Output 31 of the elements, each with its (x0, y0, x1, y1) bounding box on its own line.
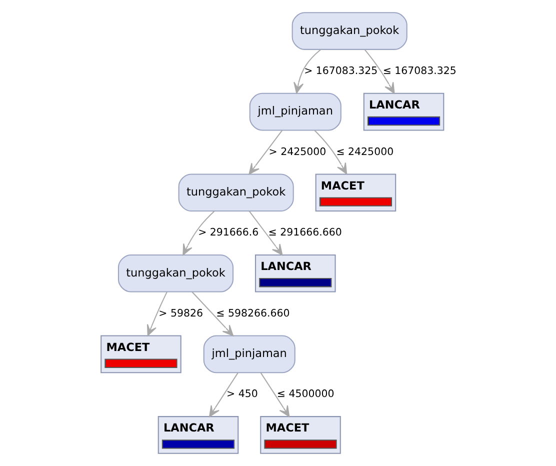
edge-label: ≤ 167083.325 (382, 66, 456, 77)
edge-label: > 450 (226, 389, 258, 400)
node-box: jml_pinjaman (249, 92, 342, 131)
edge-label: > 59826 (158, 308, 204, 320)
edge-label: ≤ 291666.660 (268, 228, 342, 239)
arrow (248, 130, 283, 175)
arrow (146, 292, 168, 336)
arrow (314, 130, 348, 174)
edge-label: ≤ 2425000 (336, 146, 394, 158)
node-box: MACET (315, 174, 396, 212)
arrow (192, 292, 234, 336)
arrow (209, 372, 238, 418)
edge-label: > 2425000 (268, 146, 326, 158)
arrow (182, 210, 215, 256)
arrow (260, 372, 290, 418)
node-box: tunggakan_pokok (178, 174, 294, 212)
arrow (364, 49, 395, 94)
arrow (294, 49, 322, 94)
node-box: LANCAR (363, 92, 444, 131)
edge-label: > 167083.325 (304, 66, 378, 77)
node-box: LANCAR (255, 254, 336, 292)
node-box: jml_pinjaman (203, 335, 296, 374)
node-box: tunggakan_pokok (118, 254, 234, 292)
node-box: tunggakan_pokok (292, 12, 408, 50)
arrow (248, 210, 283, 256)
node-box: MACET (260, 416, 341, 454)
edge-label: > 291666.6 (198, 228, 259, 239)
node-box: LANCAR (158, 416, 239, 454)
node-box: MACET (100, 335, 182, 374)
edge-label: ≤ 598266.660 (216, 308, 290, 320)
edge-label: ≤ 4500000 (276, 389, 334, 400)
